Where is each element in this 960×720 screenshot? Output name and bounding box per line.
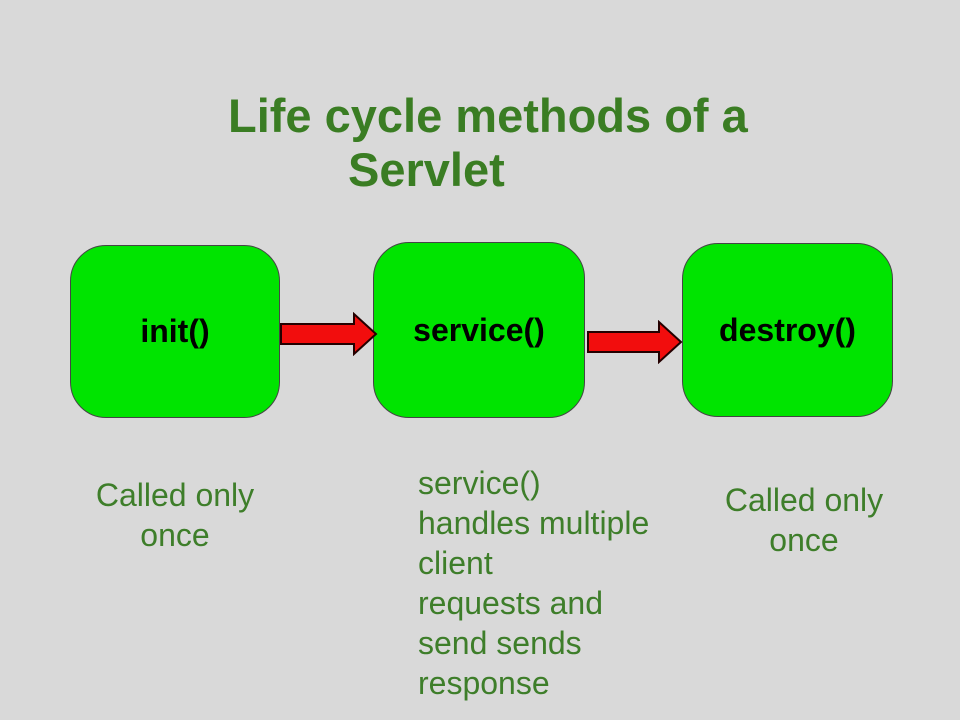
arrow-right-icon: [587, 320, 683, 364]
box-label-init: init(): [140, 313, 210, 349]
caption-service-line2: handles multiple: [418, 505, 650, 541]
caption-destroy-line1: Called only: [724, 482, 884, 518]
caption-init: Called only once: [75, 475, 275, 555]
caption-destroy-line2: once: [769, 522, 839, 558]
slide-title-line1: Life cycle methods of a: [228, 89, 748, 142]
lifecycle-box-destroy: destroy(): [682, 243, 893, 417]
caption-service-line3: client: [418, 545, 493, 581]
caption-service-line4: requests and: [418, 585, 604, 621]
caption-service: service() handles multiple client reques…: [418, 463, 678, 703]
caption-init-line2: once: [140, 517, 210, 553]
caption-service-line5: send sends: [418, 625, 582, 661]
lifecycle-box-service: service(): [373, 242, 585, 418]
caption-init-line1: Called only: [95, 477, 255, 513]
caption-service-line6: response: [418, 665, 550, 701]
arrow-right-icon: [280, 312, 378, 356]
box-label-destroy: destroy(): [719, 311, 856, 348]
caption-destroy: Called only once: [704, 480, 904, 560]
slide-title-line2: Servlet: [348, 143, 505, 196]
box-label-service: service(): [413, 311, 545, 348]
caption-service-line1: service(): [418, 465, 541, 501]
lifecycle-box-init: init(): [70, 245, 280, 418]
